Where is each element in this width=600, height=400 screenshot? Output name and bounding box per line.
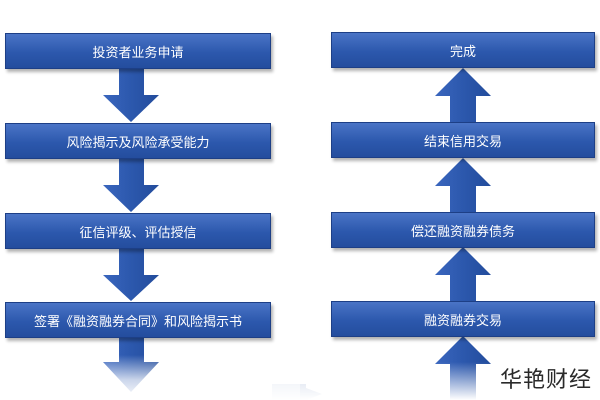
up-arrow-4 [435, 336, 491, 400]
down-arrow-2 [103, 159, 159, 212]
step-credit-rating: 征信评级、评估授信 [5, 213, 271, 249]
up-arrow-3 [435, 247, 491, 302]
watermark: 华艳财经 [499, 368, 592, 393]
down-arrow-4 [103, 338, 159, 392]
up-arrow-1 [435, 68, 491, 122]
step-risk-disclosure: 风险揭示及风险承受能力 [5, 123, 271, 159]
down-arrow-3 [103, 249, 159, 301]
up-arrow-2 [435, 158, 491, 212]
step-end-credit-trading: 结束信用交易 [331, 122, 595, 158]
step-margin-trading: 融资融券交易 [331, 301, 595, 337]
connector-arrow [272, 384, 322, 400]
step-repay-debt: 偿还融资融券债务 [331, 212, 595, 248]
down-arrow-1 [103, 69, 159, 122]
step-investor-application: 投资者业务申请 [5, 33, 271, 69]
step-complete: 完成 [331, 32, 595, 68]
step-sign-contract: 签署《融资融券合同》和风险揭示书 [5, 302, 271, 338]
